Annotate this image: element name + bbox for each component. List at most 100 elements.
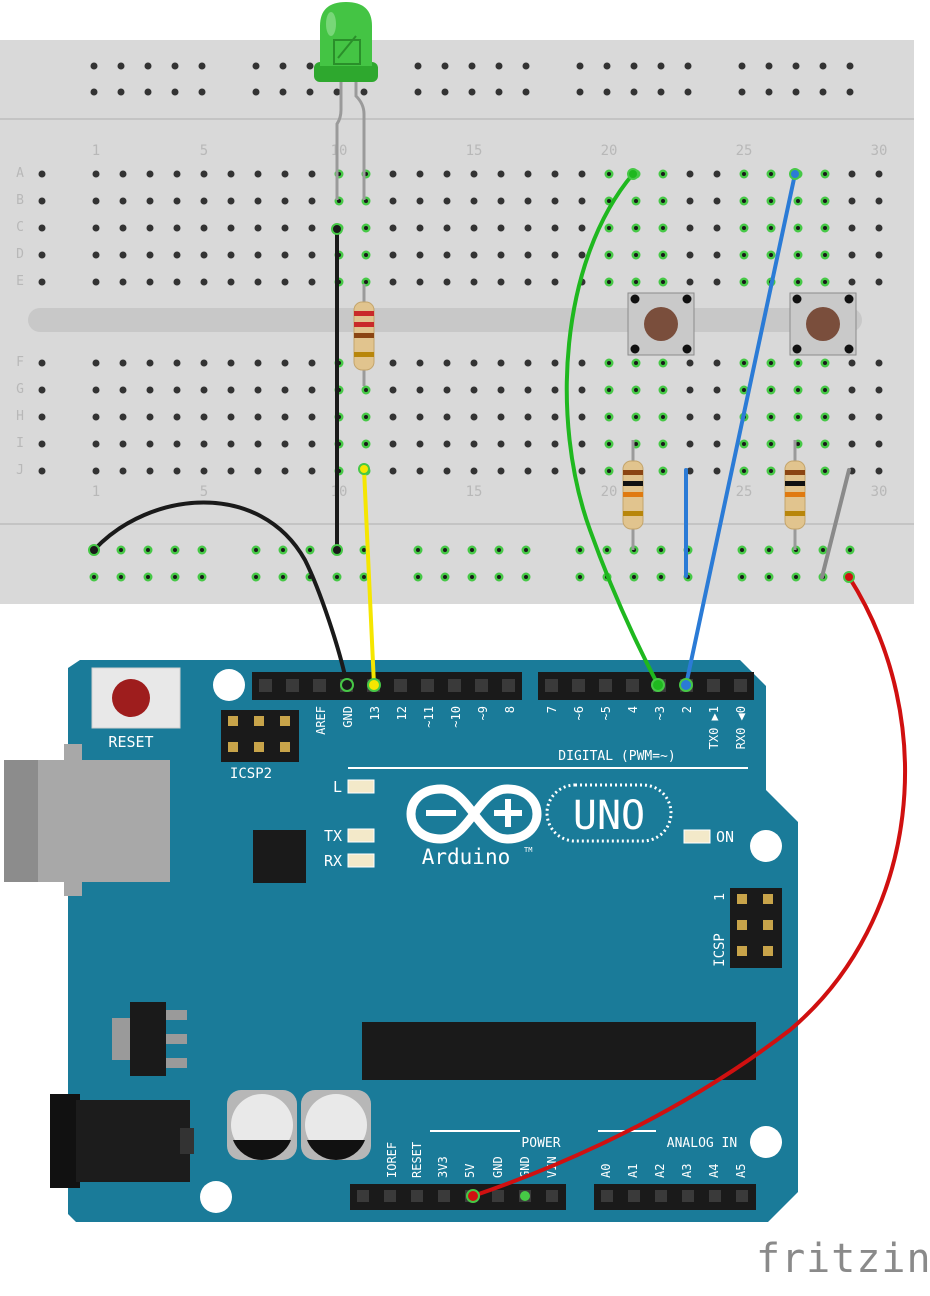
header-pin[interactable] <box>286 679 299 692</box>
header-pin[interactable] <box>384 1190 396 1202</box>
breadboard-hole-center <box>661 172 665 176</box>
header-pin[interactable] <box>448 679 461 692</box>
breadboard-hole <box>686 170 694 178</box>
icsp2-pin <box>228 716 238 726</box>
reset-button[interactable] <box>91 667 181 729</box>
header-pin[interactable] <box>492 1190 504 1202</box>
breadboard-hole-center <box>796 388 800 392</box>
wire-end <box>340 678 354 692</box>
breadboard-hole-center <box>742 199 746 203</box>
analog-header <box>594 1184 756 1210</box>
breadboard-hole <box>578 359 586 367</box>
breadboard-hole <box>470 197 478 205</box>
breadboard-hole <box>578 440 586 448</box>
breadboard-hole-center <box>823 442 827 446</box>
breadboard-holes <box>38 62 883 582</box>
breadboard-hole <box>281 413 289 421</box>
breadboard-hole-center <box>607 253 611 257</box>
led-tx <box>347 828 375 843</box>
breadboard-hole <box>227 440 235 448</box>
rail-hole <box>684 62 692 70</box>
header-pin[interactable] <box>709 1190 721 1202</box>
rail-hole <box>279 88 287 96</box>
header-pin[interactable] <box>655 1190 667 1202</box>
push-button[interactable] <box>789 292 857 356</box>
led-tx-label: TX <box>324 827 342 845</box>
icsp2-pin <box>228 742 238 752</box>
regulator-body <box>130 1002 166 1076</box>
col-num: 30 <box>871 484 888 500</box>
push-button-cap[interactable] <box>644 307 678 341</box>
wire-end <box>331 544 343 556</box>
breadboard-hole <box>551 197 559 205</box>
header-pin[interactable] <box>736 1190 748 1202</box>
rail-hole <box>252 62 260 70</box>
header-pin[interactable] <box>502 679 515 692</box>
breadboard-hole-center <box>607 361 611 365</box>
rail-hole-center <box>443 575 447 579</box>
breadboard-hole <box>686 359 694 367</box>
breadboard-hole <box>875 278 883 286</box>
rail-hole <box>279 62 287 70</box>
header-pin[interactable] <box>545 679 558 692</box>
breadboard-hole-center <box>634 442 638 446</box>
breadboard-hole <box>848 251 856 259</box>
header-pin[interactable] <box>734 679 747 692</box>
header-pin[interactable] <box>546 1190 558 1202</box>
header-pin[interactable] <box>626 679 639 692</box>
breadboard-hole <box>308 440 316 448</box>
rail-hole-center <box>254 548 258 552</box>
breadboard-hole <box>254 278 262 286</box>
push-button[interactable] <box>627 292 695 356</box>
breadboard-hole-center <box>742 361 746 365</box>
breadboard-hole-center <box>769 469 773 473</box>
push-button-cap[interactable] <box>806 307 840 341</box>
breadboard-hole-center <box>823 415 827 419</box>
pin-label-8: 8 <box>503 706 517 713</box>
breadboard-hole <box>443 440 451 448</box>
regulator-lead <box>165 1010 187 1020</box>
icsp2-pin <box>280 742 290 752</box>
pin-label-12: 12 <box>395 706 409 720</box>
header-pin[interactable] <box>313 679 326 692</box>
breadboard-hole <box>92 170 100 178</box>
breadboard-hole-center <box>364 253 368 257</box>
push-button-leg <box>682 294 692 304</box>
breadboard-hole <box>875 251 883 259</box>
breadboard-hole-center <box>769 199 773 203</box>
breadboard-hole <box>686 386 694 394</box>
breadboard-hole <box>443 467 451 475</box>
breadboard-hole <box>524 224 532 232</box>
header-pin[interactable] <box>438 1190 450 1202</box>
header-pin[interactable] <box>357 1190 369 1202</box>
resistor-band <box>623 492 643 497</box>
header-pin[interactable] <box>599 679 612 692</box>
breadboard-hole <box>173 251 181 259</box>
row-letter: D <box>16 247 24 262</box>
icsp-pin <box>763 946 773 956</box>
fritzing-logo: fritzing <box>756 1236 930 1282</box>
rail-hole-center <box>173 548 177 552</box>
breadboard-hole <box>578 413 586 421</box>
breadboard-hole-center <box>742 280 746 284</box>
reset-button-cap[interactable] <box>112 679 150 717</box>
breadboard-hole <box>848 359 856 367</box>
header-pin[interactable] <box>475 679 488 692</box>
header-pin[interactable] <box>682 1190 694 1202</box>
breadboard-hole <box>173 440 181 448</box>
header-pin[interactable] <box>707 679 720 692</box>
breadboard-hole <box>389 413 397 421</box>
header-pin[interactable] <box>421 679 434 692</box>
digital-header-right <box>538 672 754 700</box>
dc-jack-pin <box>180 1128 194 1154</box>
breadboard-hole <box>200 386 208 394</box>
header-pin[interactable] <box>628 1190 640 1202</box>
breadboard-hole <box>119 386 127 394</box>
header-pin[interactable] <box>601 1190 613 1202</box>
header-pin[interactable] <box>394 679 407 692</box>
header-pin[interactable] <box>572 679 585 692</box>
breadboard-hole <box>686 278 694 286</box>
header-pin[interactable] <box>259 679 272 692</box>
breadboard-hole <box>524 251 532 259</box>
header-pin[interactable] <box>411 1190 423 1202</box>
